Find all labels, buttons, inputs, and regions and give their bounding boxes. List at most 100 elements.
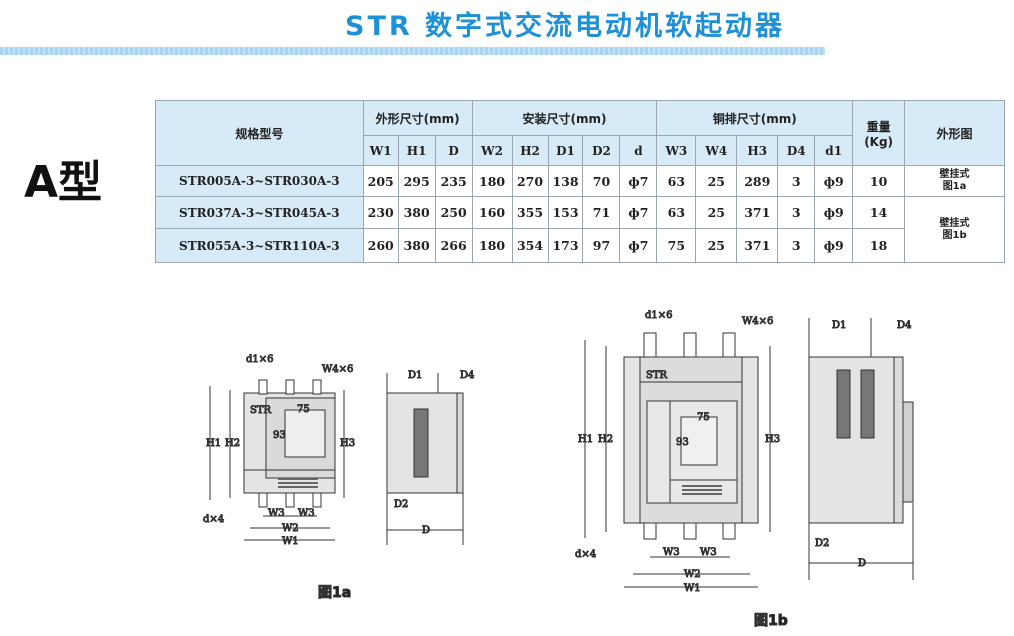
model-header: 规格型号 — [155, 100, 364, 166]
value-cell: ф7 — [619, 165, 658, 197]
column-header: W3 — [656, 135, 697, 166]
dim-label: H1 — [578, 434, 593, 445]
fig1a-side-view: D1 D4 D2 D — [386, 370, 475, 545]
value-cell: 270 — [511, 165, 549, 197]
dim-label: W3 — [700, 547, 717, 558]
dim-label: H3 — [340, 438, 355, 449]
dim-label: D1 — [408, 370, 422, 381]
value-cell: 63 — [656, 165, 697, 197]
dim-label: d×4 — [203, 514, 224, 525]
figure-header: 外形图 — [904, 100, 1005, 166]
title-stripe — [0, 47, 825, 55]
value-cell: 25 — [695, 196, 738, 229]
group-header: 外形尺寸(mm) — [362, 100, 473, 136]
dim-label: d1×6 — [645, 310, 673, 321]
figure-ref: 图1b — [942, 229, 967, 241]
value-cell: 25 — [695, 165, 738, 197]
dim-label: W4×6 — [742, 316, 773, 327]
value-cell: 371 — [736, 196, 779, 229]
column-header: W1 — [362, 135, 399, 166]
caption-fig1a: 图1a — [318, 585, 351, 601]
value-cell: 380 — [397, 228, 436, 263]
weight-header: 重量(Kg) — [852, 100, 906, 166]
dim-label: W2 — [684, 569, 701, 580]
brand-label: STR — [250, 405, 272, 416]
dim-label: H1 — [206, 438, 221, 449]
figure-cell: 壁挂式图1b — [904, 196, 1005, 263]
dim-label: W1 — [282, 536, 299, 547]
dim-label: W3 — [298, 508, 315, 519]
dim-label: D4 — [460, 370, 474, 381]
value-cell: 260 — [362, 228, 399, 263]
dim-label: d×4 — [575, 549, 596, 560]
fig1b-front-view: STR d1×6 W4×6 H1 H2 H3 75 93 d×4 W3 W3 W… — [575, 310, 781, 595]
column-header: d1 — [814, 135, 854, 166]
dim-label: d1×6 — [246, 354, 274, 365]
model-cell: STR055A-3~STR110A-3 — [155, 228, 364, 263]
weight-cell: 14 — [852, 196, 906, 229]
column-header: D — [434, 135, 473, 166]
dim-label: D2 — [394, 499, 408, 510]
dim-label: D — [422, 525, 430, 536]
dim-label: D — [858, 558, 866, 569]
caption-fig1b: 图1b — [754, 613, 788, 629]
value-cell: ф7 — [619, 196, 658, 229]
column-header: W2 — [471, 135, 513, 166]
dim-label: D4 — [897, 320, 911, 331]
dim-label: W3 — [268, 508, 285, 519]
dim-label: W4×6 — [322, 364, 353, 375]
value-cell: 295 — [397, 165, 436, 197]
value-cell: 75 — [656, 228, 697, 263]
fig1b-side-view: D1 D4 D2 D — [808, 318, 914, 580]
weight-cell: 10 — [852, 165, 906, 197]
dim-label: 75 — [697, 412, 710, 423]
column-header: H2 — [511, 135, 549, 166]
value-cell: 138 — [547, 165, 584, 197]
type-label: A型 — [24, 157, 103, 208]
model-cell: STR037A-3~STR045A-3 — [155, 196, 364, 229]
value-cell: 153 — [547, 196, 584, 229]
value-cell: 266 — [434, 228, 473, 263]
value-cell: 160 — [471, 196, 513, 229]
value-cell: 371 — [736, 228, 779, 263]
dim-label: W1 — [684, 583, 701, 594]
dim-label: 93 — [273, 430, 286, 441]
value-cell: ф9 — [814, 165, 854, 197]
model-cell: STR005A-3~STR030A-3 — [155, 165, 364, 197]
value-cell: 25 — [695, 228, 738, 263]
dim-label: 75 — [297, 404, 310, 415]
column-header: H1 — [397, 135, 436, 166]
value-cell: 230 — [362, 196, 399, 229]
dim-label: D2 — [815, 538, 829, 549]
dim-label: 93 — [676, 437, 689, 448]
value-cell: 180 — [471, 228, 513, 263]
value-cell: 355 — [511, 196, 549, 229]
dim-label: W2 — [282, 523, 299, 534]
column-header: W4 — [695, 135, 738, 166]
dim-label: D1 — [832, 320, 846, 331]
mount-type: 壁挂式 — [939, 217, 970, 229]
value-cell: ф9 — [814, 228, 854, 263]
dim-label: H2 — [598, 434, 613, 445]
figure-ref: 图1a — [942, 181, 967, 192]
page-title: STR 数字式交流电动机软起动器 — [345, 11, 786, 42]
column-header: d — [619, 135, 658, 166]
dim-label: H2 — [225, 438, 240, 449]
value-cell: 289 — [736, 165, 779, 197]
value-cell: 71 — [582, 196, 621, 229]
value-cell: 354 — [511, 228, 549, 263]
spec-table: 规格型号 外形尺寸(mm) 安装尺寸(mm) 铜排尺寸(mm) 重量(Kg) 外… — [155, 100, 1005, 263]
brand-label: STR — [646, 370, 668, 381]
group-header: 安装尺寸(mm) — [471, 100, 658, 136]
mount-type: 壁挂式 — [939, 169, 970, 180]
fig1a-front-view: STR d1×6 W4×6 H1 H2 H3 75 93 d×4 W3 W3 W… — [203, 354, 356, 548]
weight-cell: 18 — [852, 228, 906, 263]
value-cell: 173 — [547, 228, 584, 263]
column-header: D1 — [547, 135, 584, 166]
dim-label: W3 — [663, 547, 680, 558]
